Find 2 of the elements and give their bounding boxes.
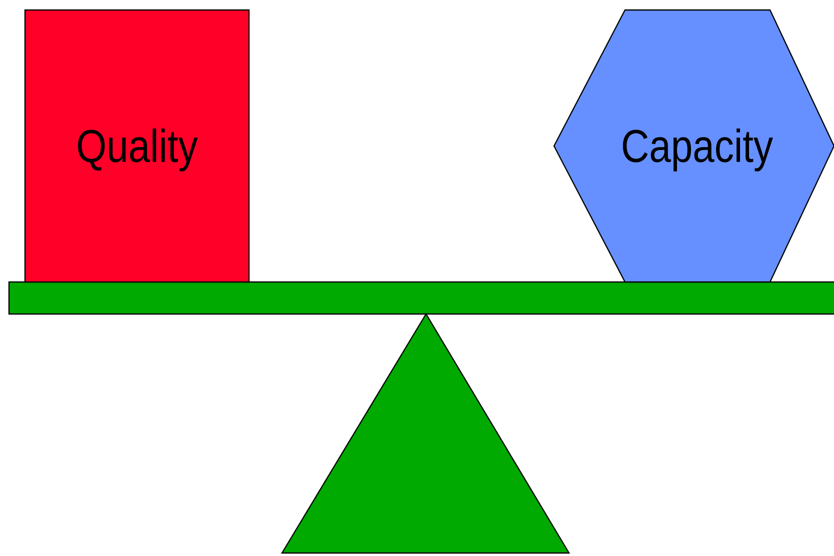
- capacity-hexagon: Capacity: [553, 9, 834, 283]
- quality-box: Quality: [24, 9, 250, 283]
